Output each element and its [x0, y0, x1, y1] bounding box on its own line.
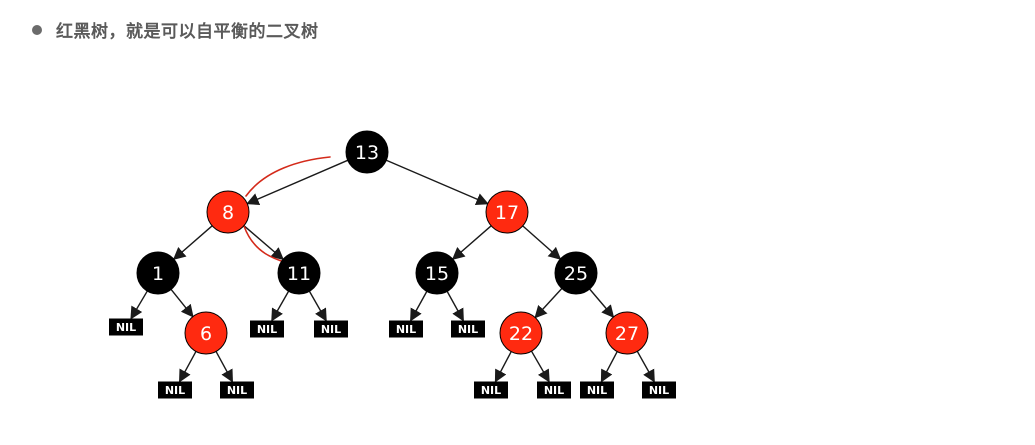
edge-n17-n25 [522, 225, 562, 260]
node-circle [184, 311, 228, 355]
nil-leaf: NIL [642, 381, 676, 399]
annotation-stroke-1 [245, 156, 331, 197]
tree-node-17: 17 [485, 190, 529, 234]
nil-label: NIL [116, 321, 136, 334]
tree-node-6: 6 [184, 311, 228, 355]
nil-label: NIL [649, 384, 669, 397]
node-circle [415, 251, 459, 295]
node-label: 11 [287, 263, 311, 285]
edge-n8-n1 [172, 225, 213, 261]
nil-box [158, 381, 192, 399]
node-label: 15 [425, 263, 449, 285]
nil-leaf: NIL [314, 320, 348, 338]
edge-n15-nil15b [446, 291, 464, 322]
edge-n13-n8 [246, 159, 348, 205]
nil-leaf: NIL [537, 381, 571, 399]
node-circle [136, 251, 180, 295]
nil-box [474, 381, 508, 399]
node-circle [499, 311, 543, 355]
edge-n17-n15 [451, 225, 492, 261]
node-circle [485, 190, 529, 234]
nil-leaf: NIL [389, 320, 423, 338]
node-circle [605, 311, 649, 355]
nil-leaf: NIL [220, 381, 254, 399]
nil-label: NIL [544, 384, 564, 397]
nil-leaf: NIL [474, 381, 508, 399]
nil-leaf: NIL [451, 320, 485, 338]
nil-label: NIL [481, 384, 501, 397]
tree-node-11: 11 [277, 251, 321, 295]
node-circle [554, 251, 598, 295]
nil-leaf: NIL [580, 381, 614, 399]
edge-n1-n6 [170, 288, 194, 318]
nil-leaf: NIL [158, 381, 192, 399]
edge-n27-nil27b [636, 350, 655, 383]
node-circle [345, 130, 389, 174]
edge-n25-n22 [534, 288, 563, 319]
nil-box [250, 320, 284, 338]
nil-leaf: NIL [109, 318, 143, 336]
nil-label: NIL [257, 323, 277, 336]
nil-label: NIL [396, 323, 416, 336]
node-label: 17 [495, 202, 519, 224]
bullet-icon [32, 24, 42, 35]
nil-label: NIL [321, 323, 341, 336]
heading: 红黑树，就是可以自平衡的二叉树 [32, 17, 319, 42]
node-label: 1 [152, 263, 164, 285]
tree-node-27: 27 [605, 311, 649, 355]
node-label: 22 [509, 323, 533, 345]
tree-node-13: 13 [345, 130, 389, 174]
edge-n22-nil22b [530, 350, 550, 383]
node-circle [277, 251, 321, 295]
edge-n11-nil11b [308, 290, 327, 322]
nil-label: NIL [587, 384, 607, 397]
edge-n22-nil22a [494, 351, 512, 383]
edge-n27-nil27a [600, 351, 618, 383]
tree-node-15: 15 [415, 251, 459, 295]
nil-label: NIL [165, 384, 185, 397]
tree-node-1: 1 [136, 251, 180, 295]
edge-n6-nil6b [215, 351, 233, 383]
edge-n8-n11 [243, 225, 285, 261]
node-label: 25 [564, 263, 588, 285]
node-circle [206, 190, 250, 234]
nil-box [580, 381, 614, 399]
node-label: 8 [222, 202, 234, 224]
edge-n1-nil1a [130, 290, 148, 320]
edge-n25-n27 [589, 288, 615, 318]
nil-box [389, 320, 423, 338]
nil-leaf: NIL [250, 320, 284, 338]
nil-box [537, 381, 571, 399]
node-label: 27 [615, 323, 639, 345]
nil-label: NIL [458, 323, 478, 336]
heading-text: 红黑树，就是可以自平衡的二叉树 [56, 22, 319, 42]
edge-n15-nil15a [410, 291, 428, 322]
nil-label: NIL [227, 384, 247, 397]
tree-node-8: 8 [206, 190, 250, 234]
nil-box [642, 381, 676, 399]
tree-node-22: 22 [499, 311, 543, 355]
tree-node-25: 25 [554, 251, 598, 295]
edge-n11-nil11a [271, 290, 290, 322]
edge-n13-n17 [386, 159, 489, 206]
node-label: 6 [200, 323, 212, 345]
nil-box [109, 318, 143, 336]
nil-box [451, 320, 485, 338]
nil-box [314, 320, 348, 338]
nil-box [220, 381, 254, 399]
edge-n6-nil6a [179, 351, 197, 383]
edges-layer [130, 159, 655, 383]
node-label: 13 [355, 142, 379, 164]
